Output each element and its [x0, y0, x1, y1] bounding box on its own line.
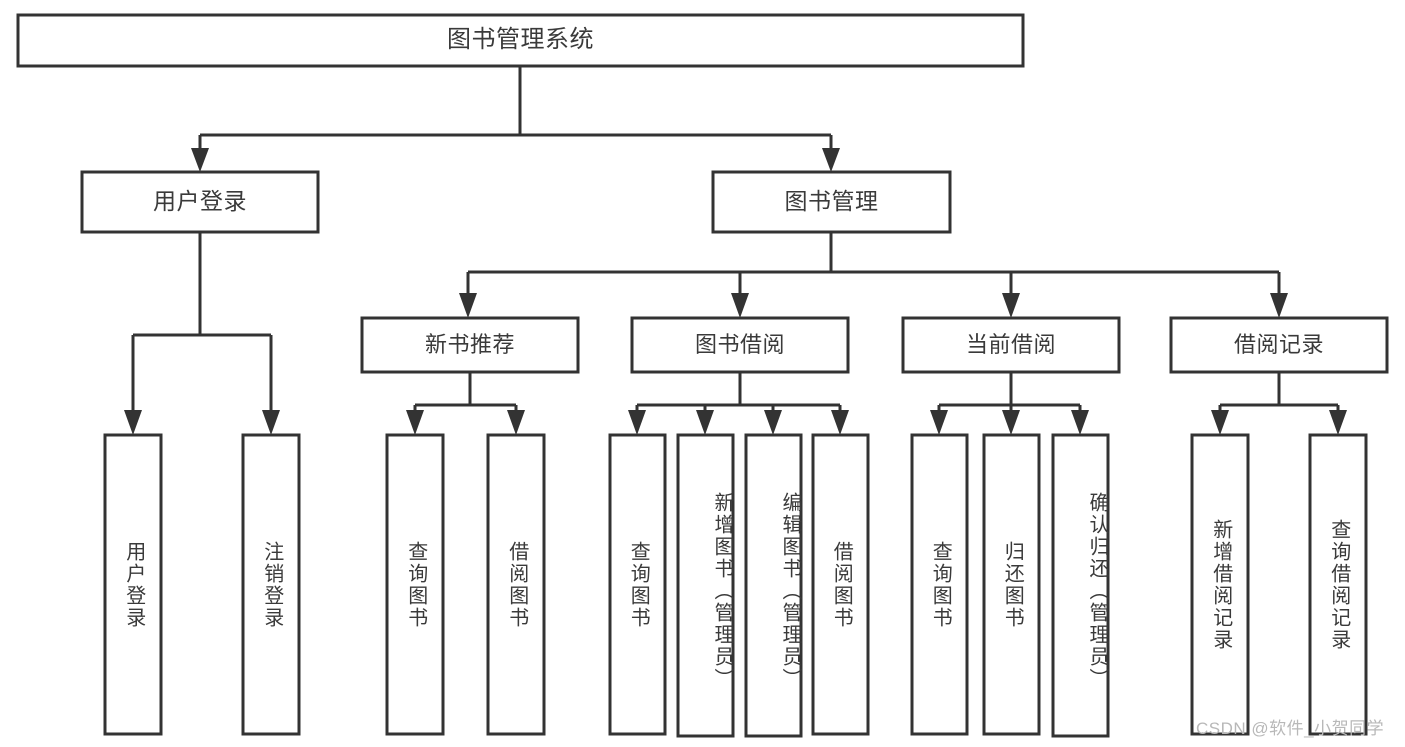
connector-group-book-manage	[459, 232, 1288, 318]
arrow-head-book-manage	[822, 148, 840, 172]
arrow-head-leaf-user-login	[124, 410, 142, 435]
arrow-head-leaf-query-book-3	[930, 410, 948, 435]
node-box-leaf-query-book-2[interactable]	[608, 433, 667, 736]
node-box-book-manage[interactable]	[711, 170, 952, 234]
connector-group-borrow-record	[1211, 372, 1347, 435]
arrow-head-leaf-return-book	[1002, 410, 1020, 435]
arrow-head-borrow-record	[1270, 293, 1288, 318]
arrow-head-leaf-add-book	[696, 410, 714, 435]
arrow-head-leaf-edit-book	[764, 410, 782, 435]
node-box-user-login[interactable]	[80, 170, 320, 234]
connector-group-new-book-recommend	[406, 372, 525, 435]
arrow-head-current-borrow	[1002, 293, 1020, 318]
node-box-leaf-add-book[interactable]	[676, 433, 735, 738]
connector-group-root	[191, 66, 840, 172]
node-box-leaf-logout[interactable]	[241, 433, 301, 736]
node-box-leaf-user-login[interactable]	[103, 433, 163, 736]
arrow-head-user-login	[191, 148, 209, 172]
arrow-head-leaf-query-record	[1329, 410, 1347, 435]
arrow-head-leaf-logout	[262, 410, 280, 435]
connector-group-current-borrow	[930, 372, 1089, 435]
arrow-head-leaf-borrow-book-2	[831, 410, 849, 435]
node-box-leaf-borrow-book-1[interactable]	[486, 433, 546, 736]
node-box-book-borrow[interactable]	[630, 316, 850, 374]
node-box-leaf-query-book-1[interactable]	[385, 433, 445, 736]
node-box-current-borrow[interactable]	[901, 316, 1121, 374]
node-box-leaf-borrow-book-2[interactable]	[811, 433, 870, 736]
node-box-root[interactable]	[16, 13, 1025, 68]
node-box-new-book-recommend[interactable]	[360, 316, 580, 374]
node-box-leaf-confirm-return[interactable]	[1051, 433, 1110, 738]
node-box-leaf-edit-book[interactable]	[744, 433, 803, 738]
arrow-head-leaf-confirm-return	[1071, 410, 1089, 435]
arrow-head-new-book-recommend	[459, 293, 477, 318]
connector-group-user-login	[124, 232, 280, 435]
node-box-leaf-query-book-3[interactable]	[910, 433, 969, 736]
arrow-head-book-borrow	[731, 293, 749, 318]
arrow-head-leaf-borrow-book-1	[507, 410, 525, 435]
arrow-head-leaf-add-record	[1211, 410, 1229, 435]
node-box-leaf-query-record[interactable]	[1308, 433, 1368, 736]
node-box-leaf-add-record[interactable]	[1190, 433, 1250, 736]
node-box-borrow-record[interactable]	[1169, 316, 1389, 374]
node-box-leaf-return-book[interactable]	[982, 433, 1041, 736]
arrow-head-leaf-query-book-1	[406, 410, 424, 435]
connector-group-book-borrow	[628, 372, 849, 435]
arrow-head-leaf-query-book-2	[628, 410, 646, 435]
